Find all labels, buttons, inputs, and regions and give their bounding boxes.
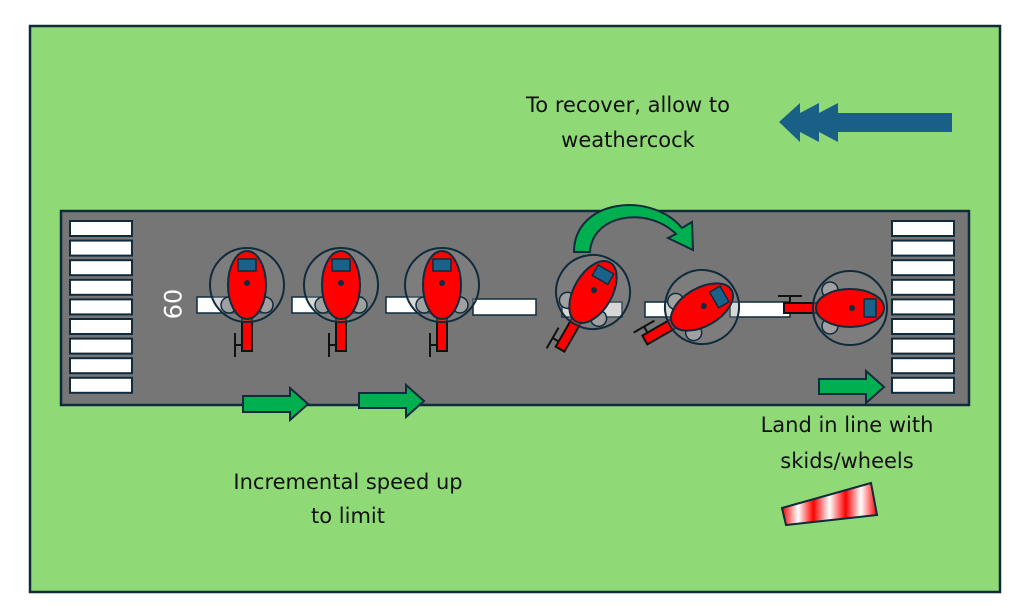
threshold-bar: [891, 298, 955, 316]
recover-label-line-2: weathercock: [561, 128, 696, 152]
centerline-dash: [472, 298, 537, 316]
wind-arrow: [779, 103, 952, 142]
threshold-bar: [69, 298, 133, 316]
yaw-arrow: [572, 204, 695, 253]
threshold-bar: [891, 259, 955, 277]
threshold-bar: [69, 259, 133, 277]
threshold-bar: [69, 239, 133, 257]
speed-arrow-2: [358, 382, 426, 420]
threshold-bar: [891, 278, 955, 296]
runway-number: 09: [158, 289, 186, 320]
threshold-bar: [891, 220, 955, 237]
speed-arrow-1: [242, 385, 310, 423]
threshold-bar: [69, 220, 133, 237]
threshold-bar: [891, 239, 955, 257]
threshold-bar: [891, 318, 955, 335]
threshold-bar: [69, 278, 133, 296]
threshold-bar: [69, 337, 133, 355]
threshold-bar: [891, 337, 955, 355]
threshold-bar: [891, 357, 955, 375]
recover-label-line-1: To recover, allow to: [525, 93, 730, 117]
threshold-bar: [891, 376, 955, 394]
speed-label-line-1: Incremental speed up: [233, 470, 462, 494]
land-label-line-1: Land in line with: [761, 413, 934, 437]
windsock: [780, 481, 879, 527]
land-label-line-2: skids/wheels: [780, 449, 913, 473]
threshold-bar: [69, 376, 133, 394]
threshold-bar: [69, 318, 133, 335]
speed-label-line-2: to limit: [311, 504, 385, 528]
speed-arrow-3: [818, 368, 886, 406]
threshold-bar: [69, 357, 133, 375]
threshold-markings-right: [891, 220, 955, 394]
threshold-markings-left: [69, 220, 133, 394]
